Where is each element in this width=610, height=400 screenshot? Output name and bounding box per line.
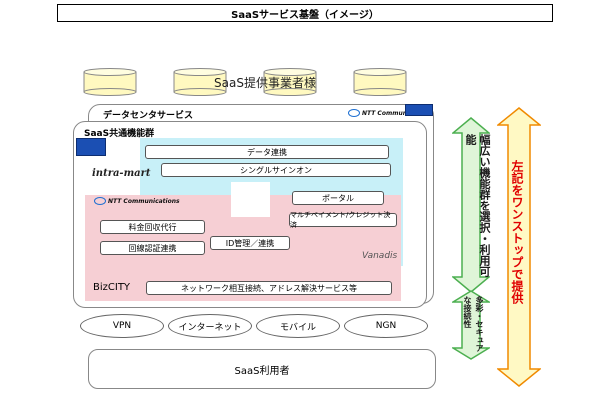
bizcity-logo: BizCITY <box>93 282 131 293</box>
network-vpn: VPN <box>80 314 164 338</box>
region-gap <box>231 182 270 217</box>
intra-mart-logo: intra-mart <box>92 168 151 179</box>
diversity-arrow-label: 多彩・セキュアな接続性 <box>463 296 484 352</box>
ntt-swirl-icon <box>94 197 106 205</box>
service-badge-icon <box>405 104 433 116</box>
server-cylinder-4 <box>353 68 407 96</box>
onestop-double-arrow <box>497 107 541 387</box>
provider-servers <box>83 68 407 96</box>
ntt-com-logo-datacenter: NTT Communications <box>348 109 434 117</box>
onestop-arrow-label: 左記をワンストップで提供 <box>510 160 524 304</box>
vanadis-logo: Vanadis <box>362 251 398 261</box>
server-cylinder-2 <box>173 68 227 96</box>
network-mobile: モバイル <box>256 314 340 338</box>
network-internet: インターネット <box>168 314 252 338</box>
id-mgmt-bar: ID管理／連携 <box>210 236 290 250</box>
service-badge-icon <box>76 138 106 156</box>
sso-bar: シングルサインオン <box>161 163 391 177</box>
line-auth-bar: 回線認証連携 <box>100 241 205 255</box>
portal-bar: ポータル <box>292 191 384 205</box>
server-cylinder-1 <box>83 68 137 96</box>
billing-bar: 料金回収代行 <box>100 220 205 234</box>
multi-payment-bar: マルチペイメント/クレジット決済 <box>289 211 397 229</box>
server-cylinder-3 <box>263 68 317 96</box>
diagram-title: SaaSサービス基盤（イメージ） <box>57 4 553 22</box>
provider-label: SaaS提供事業者様 <box>214 75 316 90</box>
ntt-com-logo-saas: NTT Communications <box>94 197 180 205</box>
ntt-swirl-icon <box>348 109 360 117</box>
functions-arrow-label: 幅広い機能群を選択・利用可能 <box>464 134 491 277</box>
saas-group-label: SaaS共通機能群 <box>84 129 155 139</box>
datacenter-label: データセンタサービス <box>103 111 194 121</box>
network-ngn: NGN <box>344 314 428 338</box>
network-bar: ネットワーク相互接続、アドレス解決サービス等 <box>146 281 392 295</box>
diversity-double-arrow <box>452 290 490 360</box>
data-link-bar: データ連携 <box>145 145 389 159</box>
saas-users-box: SaaS利用者 <box>88 349 436 389</box>
